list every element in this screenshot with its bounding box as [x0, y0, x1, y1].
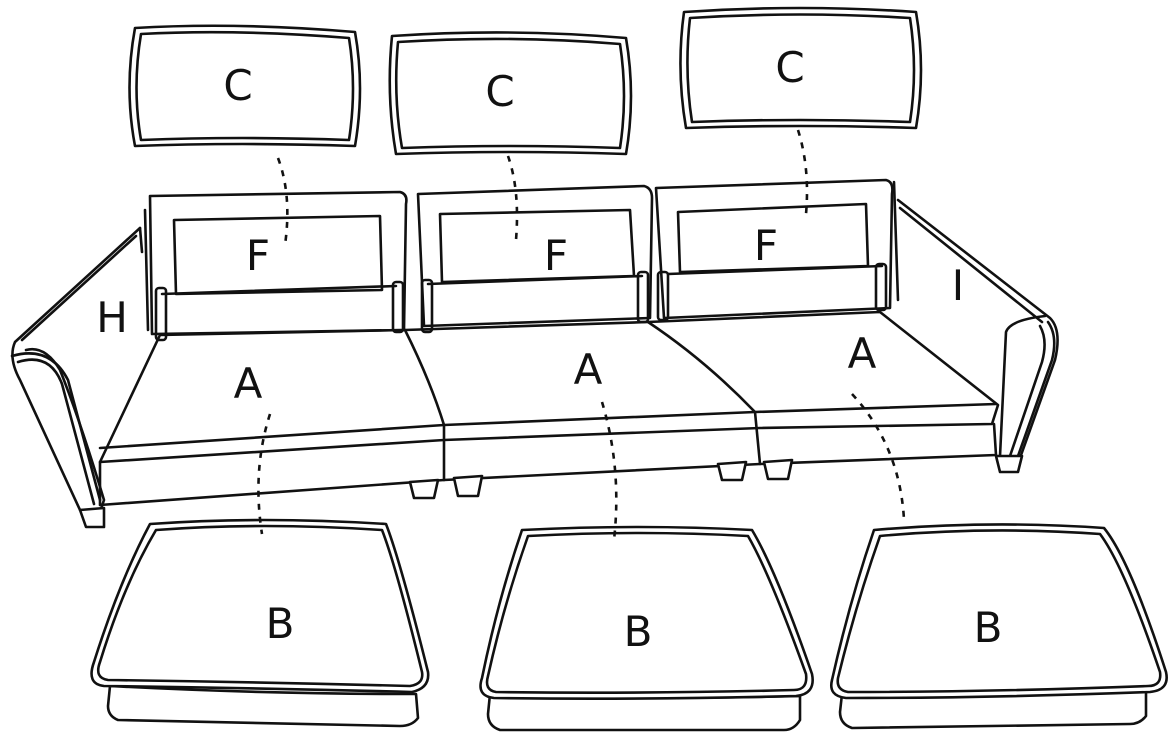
label-cushion-middle: B [624, 607, 653, 656]
back-frame-right [654, 178, 900, 322]
leader-lines [257, 129, 906, 541]
back-frame-left [143, 190, 408, 342]
label-frame-middle: F [544, 231, 568, 280]
label-arm-left: H [96, 293, 128, 342]
label-seat-left: A [234, 359, 263, 408]
back-cushion-right [679, 6, 923, 130]
back-frame-middle [416, 184, 654, 334]
leader-a-left [257, 413, 272, 535]
label-backrest-left: C [223, 61, 252, 110]
leader-c-right [796, 129, 809, 215]
leader-a-right [851, 393, 906, 521]
back-cushion-middle [388, 31, 633, 156]
label-arm-right: I [952, 261, 964, 310]
label-cushion-left: B [266, 599, 295, 648]
label-frame-left: F [246, 231, 270, 280]
seat-cushion-right [830, 523, 1168, 730]
back-cushion-left [128, 24, 362, 148]
seat-cushion-left [90, 518, 430, 728]
arm-right [896, 198, 1059, 474]
leader-a-middle [600, 401, 618, 541]
leader-c-left [276, 157, 289, 246]
label-seat-middle: A [574, 345, 603, 394]
seat-cushion-middle [479, 525, 814, 732]
label-backrest-right: C [775, 43, 804, 92]
label-seat-right: A [848, 329, 877, 378]
arm-left [10, 226, 144, 529]
label-cushion-right: B [974, 603, 1003, 652]
label-backrest-middle: C [485, 67, 514, 116]
label-frame-right: F [754, 221, 778, 270]
leader-c-middle [506, 155, 519, 241]
